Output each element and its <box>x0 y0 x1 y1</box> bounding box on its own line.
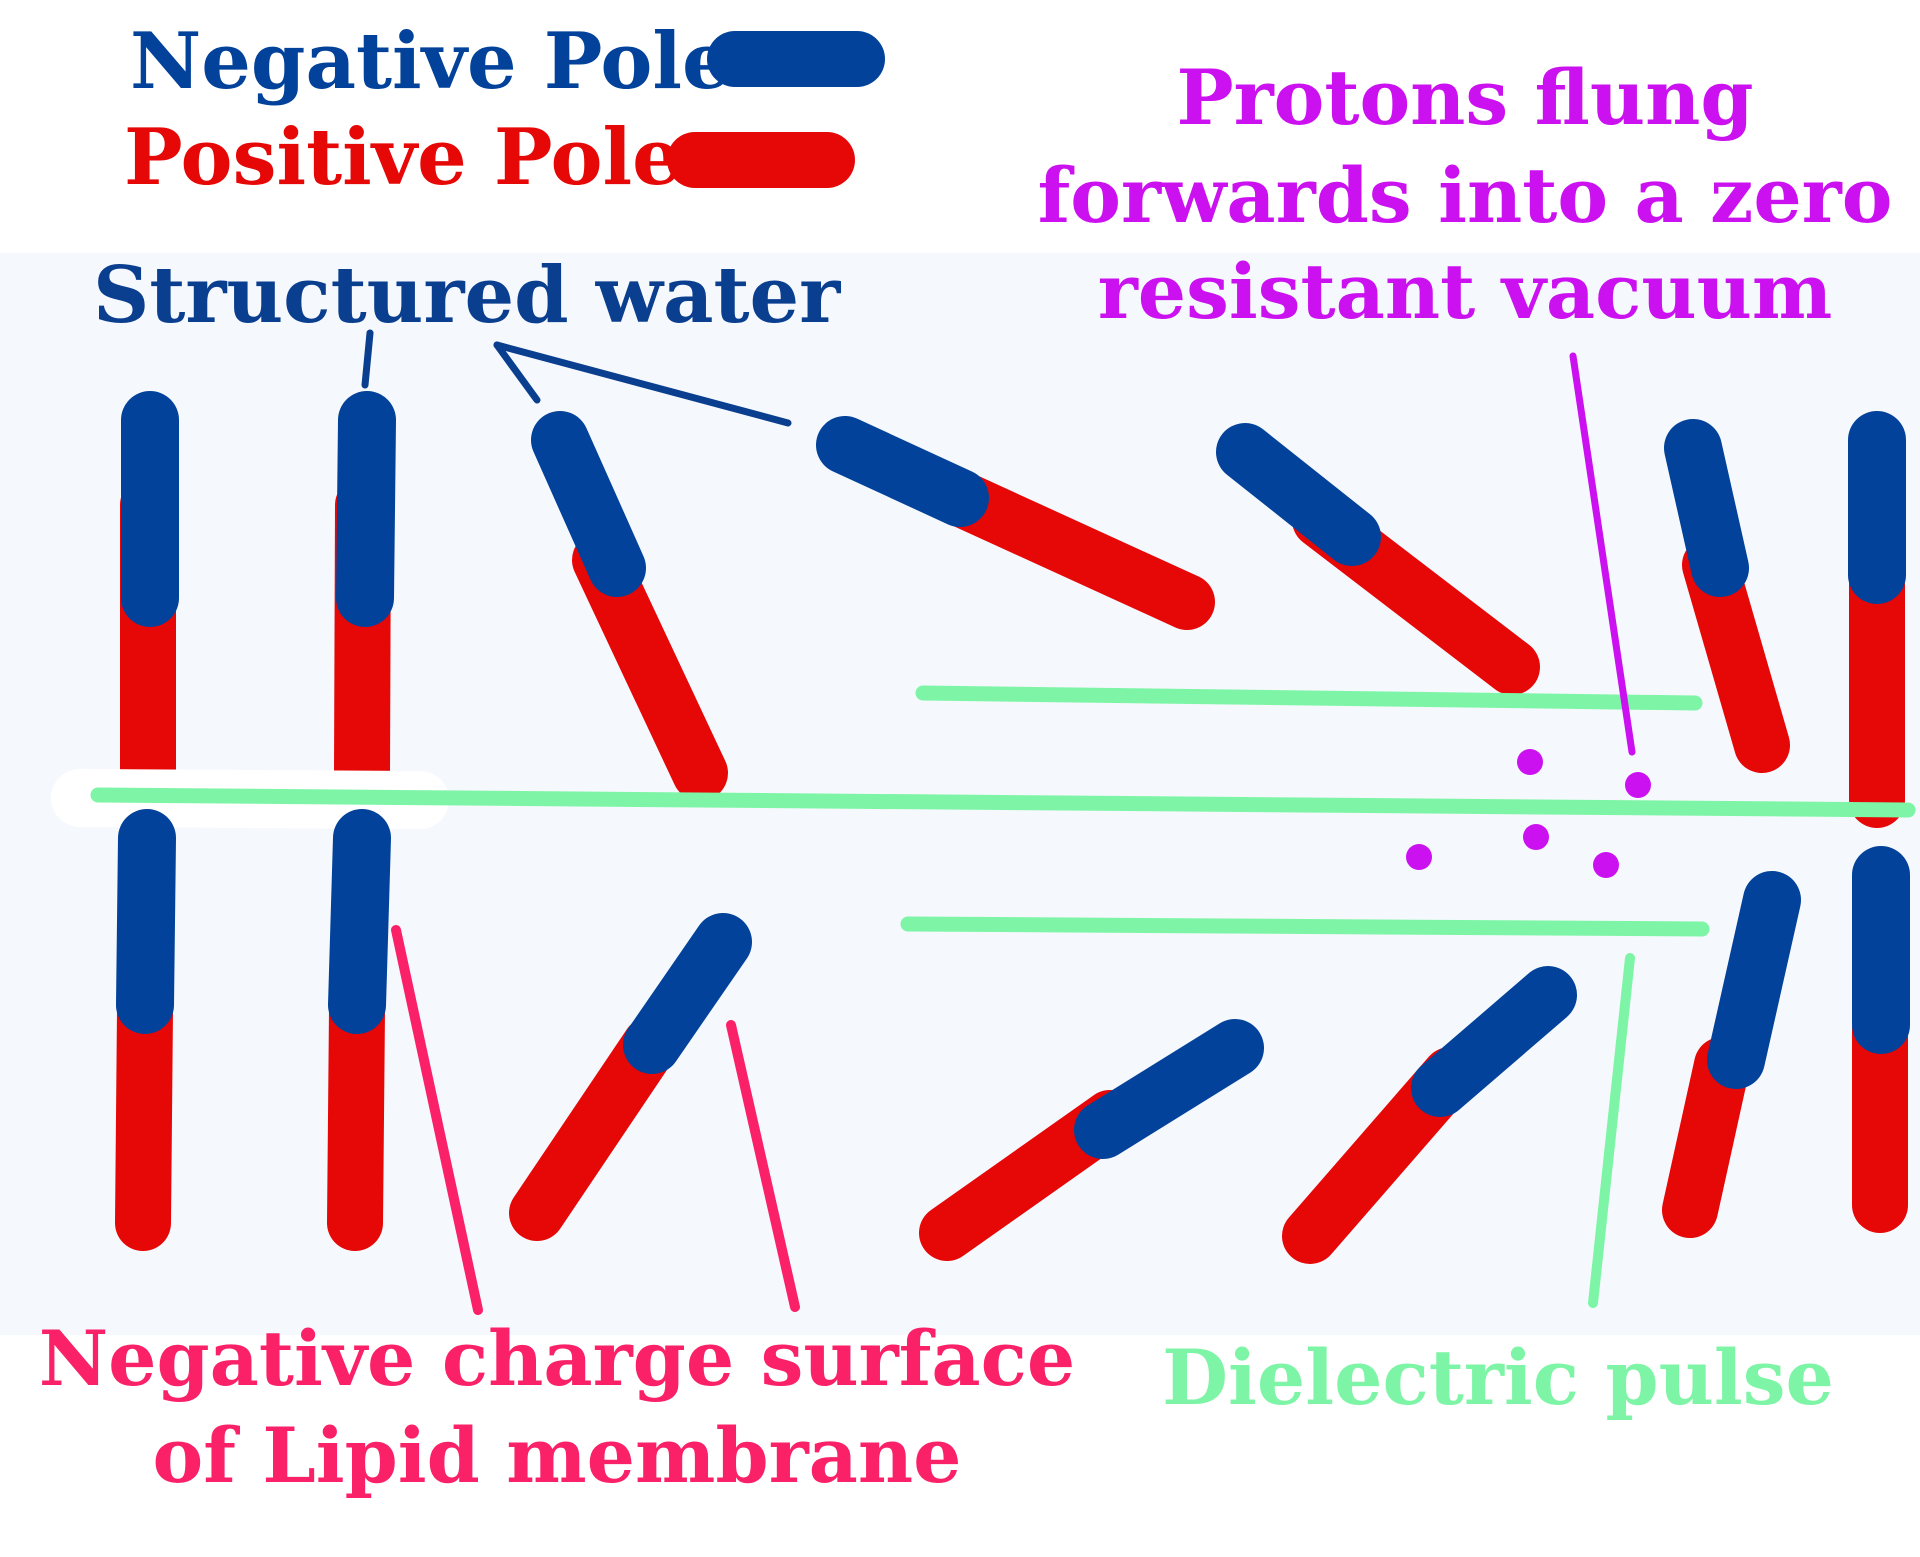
membrane-pointer-2 <box>726 1020 800 1312</box>
protons-pointer <box>1569 352 1636 756</box>
dielectric-pulse-label: Dielectric pulse <box>1162 1333 1834 1422</box>
membrane-label-line2: of Lipid membrane <box>153 1411 962 1500</box>
dipole-top-3 <box>531 411 728 801</box>
proton-dot <box>1517 749 1543 775</box>
dipole-top-5 <box>1216 423 1540 695</box>
dipole-bottom-4 <box>919 1019 1264 1261</box>
dielectric-pulse-line-top <box>915 685 1703 711</box>
dielectric-pulse-line-bottom <box>900 916 1710 937</box>
dipole-top-1 <box>120 391 179 801</box>
dipole-top-4 <box>816 416 1215 630</box>
protons-label-line2: forwards into a zero <box>1038 151 1893 240</box>
membrane-label-line1: Negative charge surface <box>39 1314 1076 1403</box>
legend-positive-label: Positive Pole <box>124 112 682 203</box>
membrane-pointer-1 <box>391 925 483 1315</box>
structured-water-pointer-3 <box>493 341 792 427</box>
proton-dot <box>1406 844 1432 870</box>
dipole-bottom-1 <box>115 809 176 1251</box>
dipole-bottom-2 <box>327 809 391 1251</box>
proton-dot <box>1593 852 1619 878</box>
legend-negative-label: Negative Pole <box>130 16 732 107</box>
dipole-bottom-3 <box>509 913 752 1241</box>
dipole-bottom-7 <box>1852 846 1910 1233</box>
structured-water-pointer-1 <box>361 329 374 389</box>
structured-water-pointer-2 <box>493 341 541 404</box>
protons-label-line1: Protons flung <box>1176 53 1753 142</box>
structured-water-label: Structured water <box>93 250 841 341</box>
dielectric-pulse-line-center <box>90 787 1916 818</box>
dipole-bottom-6 <box>1662 871 1801 1238</box>
dipole-top-6 <box>1664 419 1790 773</box>
dielectric-pulse-pointer <box>1588 953 1635 1308</box>
proton-dot <box>1625 772 1651 798</box>
proton-dot <box>1523 824 1549 850</box>
dipole-bottom-5 <box>1282 966 1577 1264</box>
dipole-top-2 <box>334 391 396 801</box>
protons-label-line3: resistant vacuum <box>1098 247 1833 336</box>
